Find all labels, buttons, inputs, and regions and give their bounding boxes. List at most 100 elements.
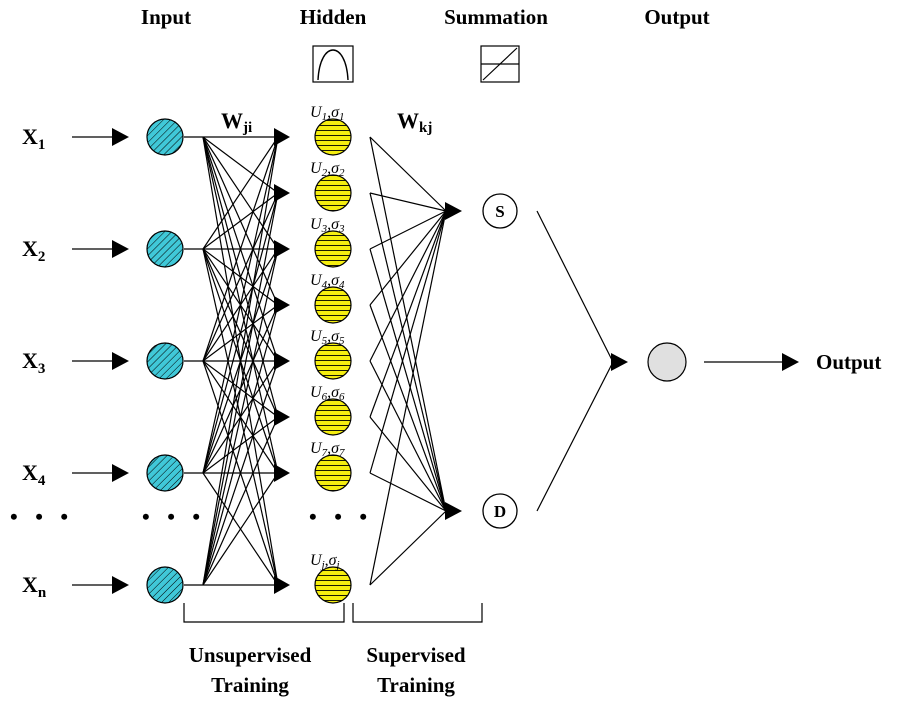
edge-h2-s	[369, 192, 447, 212]
input-arrowhead	[112, 128, 129, 146]
edge-h5-d	[369, 360, 447, 512]
edge-d-to-output	[536, 361, 614, 512]
summation-to-output-connections	[536, 210, 628, 512]
summation-node-d: D	[445, 493, 518, 529]
input-node-3	[146, 342, 184, 380]
input-label-1: X1	[22, 124, 45, 153]
input-nodes	[146, 118, 184, 604]
input-node-ellipsis: • • •	[142, 504, 206, 529]
input-node-2	[146, 230, 184, 268]
hidden-to-summation-connections	[369, 136, 447, 586]
input-label-5: Xn	[22, 572, 47, 601]
arrowhead	[445, 502, 462, 520]
hidden-param-1: U1,σ1	[310, 104, 344, 123]
edge-x1-h2	[202, 136, 279, 194]
edge-x5-h6	[202, 416, 279, 586]
hidden-node-2	[314, 174, 352, 212]
edge-x3-h1	[202, 136, 279, 362]
summation-node-d-label: D	[494, 502, 506, 521]
edge-h4-s	[369, 210, 447, 306]
hidden-node-5	[314, 342, 352, 380]
edge-h4-d	[369, 304, 447, 512]
output-label: Output	[816, 350, 881, 374]
hidden-node-1	[314, 118, 352, 156]
hidden-node-7	[314, 454, 352, 492]
input-arrowhead	[112, 352, 129, 370]
edge-x5-h1	[202, 136, 279, 586]
hidden-node-8	[314, 566, 352, 604]
hidden-arrowhead-2	[274, 184, 290, 202]
input-arrowhead	[112, 240, 129, 258]
edge-x5-h5	[202, 360, 279, 586]
edge-h6-d	[369, 416, 447, 512]
unsupervised-training-bracket	[183, 603, 345, 623]
input-arrowhead	[112, 464, 129, 482]
hidden-param-3: U3,σ3	[310, 216, 345, 235]
edge-x5-h2	[202, 192, 279, 586]
hidden-param-5: U5,σ5	[310, 328, 345, 347]
hidden-arrowhead-3	[274, 240, 290, 258]
edge-x5-h7	[202, 472, 279, 586]
hidden-param-2: U2,σ2	[310, 160, 345, 179]
hidden-arrowhead-5	[274, 352, 290, 370]
hidden-param-4: U4,σ4	[310, 272, 345, 291]
linear-function-icon	[480, 45, 520, 83]
output-node: Output	[647, 342, 881, 382]
edge-x2-h1	[202, 136, 279, 250]
output-arrowhead	[611, 353, 628, 371]
hidden-node-4	[314, 286, 352, 324]
hidden-param-6: U6,σ6	[310, 384, 345, 403]
hidden-node-6	[314, 398, 352, 436]
hidden-arrowhead-7	[274, 464, 290, 482]
bell-curve-icon	[312, 45, 354, 83]
hidden-param-8: Uj,σj	[310, 552, 340, 571]
summation-layer-header: Summation	[444, 5, 548, 29]
input-node-4	[146, 454, 184, 492]
output-arrow-head	[782, 353, 799, 371]
input-label-ellipsis: • • •	[10, 504, 74, 529]
input-label-2: X2	[22, 236, 45, 265]
input-node-5	[146, 566, 184, 604]
edge-h3-d	[369, 248, 447, 512]
edge-h6-s	[369, 210, 447, 418]
edge-x5-h4	[202, 304, 279, 586]
arrowhead	[445, 202, 462, 220]
hidden-arrowhead-1	[274, 128, 290, 146]
edge-h2-d	[369, 192, 447, 512]
supervised-label-line2: Training	[377, 673, 455, 697]
output-layer-header: Output	[644, 5, 709, 29]
input-label-3: X3	[22, 348, 45, 377]
edge-h1-s	[369, 136, 447, 212]
edge-h3-s	[369, 210, 447, 250]
input-to-hidden-connections	[184, 128, 290, 594]
weight-label-kj: Wkj	[397, 108, 432, 136]
edge-x5-h3	[202, 248, 279, 586]
supervised-label-line1: Supervised	[366, 643, 466, 667]
edge-h5-s	[369, 210, 447, 362]
edge-s-to-output	[536, 210, 614, 363]
unsupervised-label-line2: Training	[211, 673, 289, 697]
hidden-layer-header: Hidden	[300, 5, 367, 29]
input-node-1	[146, 118, 184, 156]
weight-label-ji: Wji	[221, 108, 252, 136]
summation-node-s: S	[445, 193, 518, 229]
edge-h8-s	[369, 210, 447, 586]
edge-h1-d	[369, 136, 447, 512]
hidden-param-7: U7,σ7	[310, 440, 345, 459]
edge-h8-d	[369, 510, 447, 586]
edge-x4-h2	[202, 192, 279, 474]
input-layer-header: Input	[141, 5, 191, 29]
hidden-node-3	[314, 230, 352, 268]
supervised-training-bracket	[352, 603, 483, 623]
summation-node-s-label: S	[495, 202, 504, 221]
edge-h7-d	[369, 472, 447, 512]
hidden-arrowhead-6	[274, 408, 290, 426]
edge-x3-h2	[202, 192, 279, 362]
unsupervised-label-line1: Unsupervised	[189, 643, 312, 667]
input-label-4: X4	[22, 460, 46, 489]
hidden-node-ellipsis: • • •	[309, 504, 373, 529]
edge-x2-h2	[202, 192, 279, 250]
